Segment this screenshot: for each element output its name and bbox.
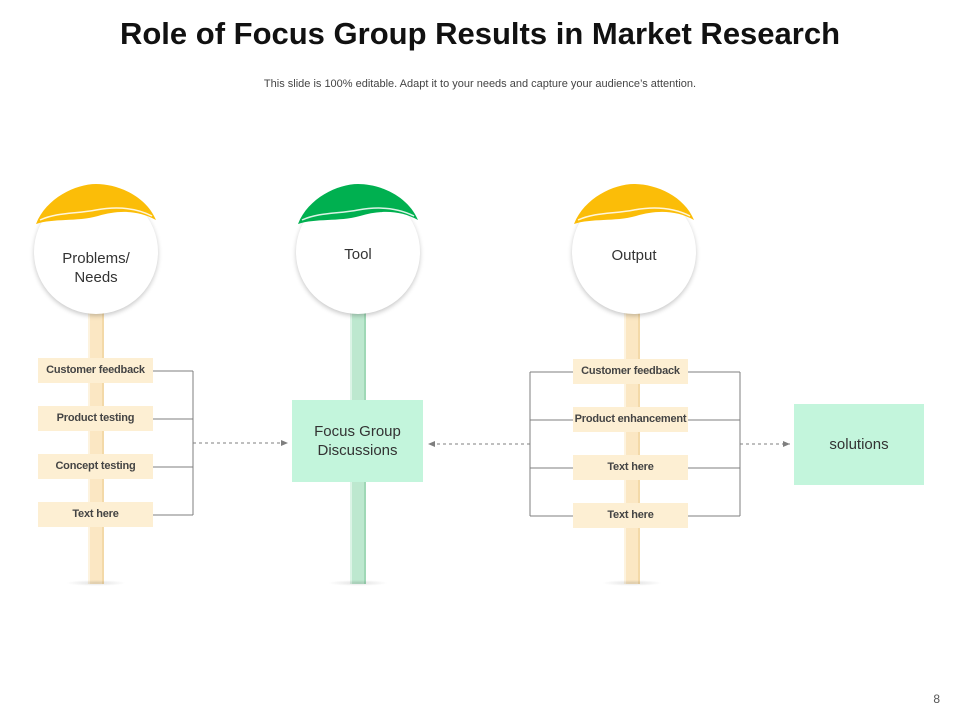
problems-tag-2: Product testing	[38, 406, 153, 431]
output-cap	[574, 184, 694, 224]
subtitle: This slide is 100% editable. Adapt it to…	[263, 78, 697, 90]
problems-label: Problems/Needs	[62, 250, 130, 286]
output-tag-2: Product enhancement	[573, 407, 688, 432]
left-bracket	[153, 370, 194, 516]
output-right-bracket	[688, 371, 741, 517]
tool-cap	[298, 184, 418, 224]
tool-label: Tool	[344, 246, 372, 263]
problems-pole-shadow	[66, 580, 126, 586]
output-pole	[624, 300, 640, 584]
output-tag-1: Customer feedback	[573, 359, 688, 384]
problems-tag-3: Concept testing	[38, 454, 153, 479]
page-title: Role of Focus Group Results in Market Re…	[119, 16, 841, 51]
output-pole-shadow	[602, 580, 662, 586]
problems-cap	[36, 184, 156, 224]
problems-tag-1: Customer feedback	[38, 358, 153, 383]
problems-tag-4: Text here	[38, 502, 153, 527]
problems-pole	[88, 300, 104, 584]
tool-pole-shadow	[328, 580, 388, 586]
output-tag-4: Text here	[573, 503, 688, 528]
output-left-bracket	[529, 371, 573, 517]
solutions-box: solutions	[794, 404, 924, 485]
output-tag-3: Text here	[573, 455, 688, 480]
output-label: Output	[611, 247, 657, 264]
page-number: 8	[933, 692, 940, 706]
